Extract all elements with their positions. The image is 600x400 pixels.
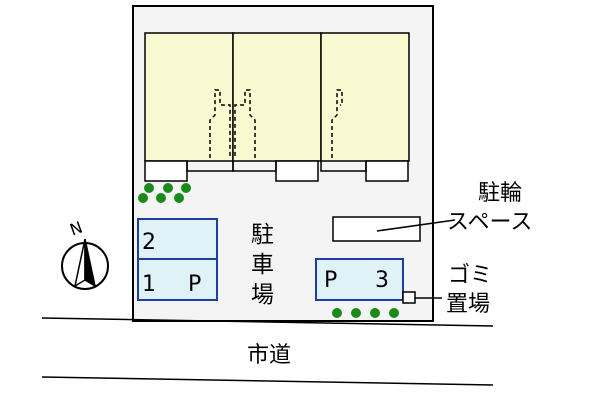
parking-lot-char-1: 駐 [251,222,274,248]
parking-space-2 [137,218,218,260]
parking-space-3 [315,258,404,301]
hedge-bottom-right [332,308,399,318]
parking-space-3-p: P [324,268,337,293]
building-entrance-bays [186,161,367,172]
parking-space-2-label: 2 [142,230,156,255]
road-edge-lower [41,376,494,386]
bicycle-leader-line [376,219,456,232]
garbage-area [402,291,416,304]
north-compass-icon [61,238,109,290]
road-edge-upper [41,317,494,327]
garbage-label-line1: ゴミ [448,263,492,288]
bicycle-label-line2: スペース [447,210,532,235]
building-stairs-dashed [209,89,343,158]
parking-space-1-number: 1 [142,272,156,297]
road-label: 市道 [247,343,291,368]
garbage-label-line2: 置場 [446,292,490,317]
parking-space-3-number: 3 [375,268,389,293]
compass-north-label: N [67,218,85,240]
hedge-upper-left [138,183,191,203]
parking-space-1-p: P [188,272,201,297]
bicycle-parking-area [332,216,421,242]
parking-lot-char-3: 場 [251,282,274,308]
building-unit-1 [144,32,234,162]
bicycle-label-line1: 駐輪 [478,181,522,206]
parking-space-1 [137,258,218,301]
building-unit-3 [320,32,410,162]
parking-lot-char-2: 車 [251,252,274,278]
building-porches [144,160,409,182]
building-unit-2 [232,32,322,162]
